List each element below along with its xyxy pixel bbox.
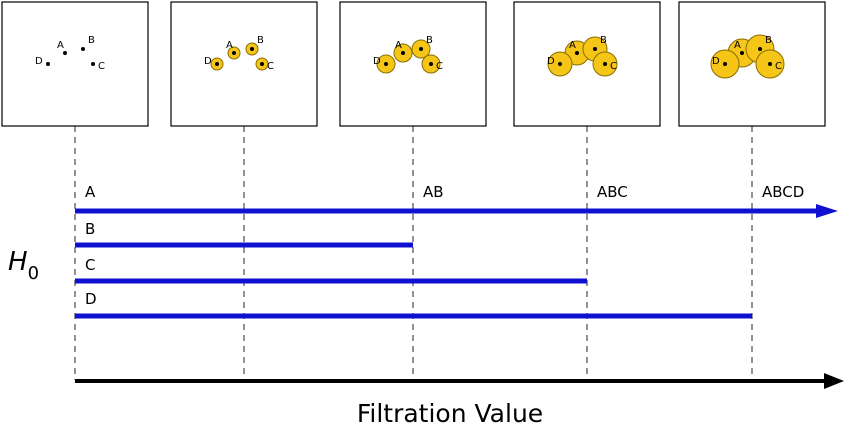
point-label: C — [775, 61, 782, 72]
filtration-panel: A B C D — [1, 1, 149, 127]
x-axis-arrowhead — [824, 373, 844, 389]
bar-label: A — [85, 183, 96, 201]
point-label: B — [765, 35, 772, 46]
point-label: B — [88, 35, 95, 46]
point-dot — [429, 62, 433, 66]
point-dot — [260, 62, 264, 66]
point-dot — [603, 62, 607, 66]
point-label: A — [57, 40, 64, 51]
point-label: A — [395, 40, 402, 51]
panel-frame — [170, 1, 318, 127]
filtration-panel: A B C D — [339, 1, 487, 127]
point-dot — [723, 62, 727, 66]
filtration-panel: A B C D — [513, 1, 661, 127]
barcode-arrowhead — [816, 204, 838, 218]
point-label: B — [257, 35, 264, 46]
filtration-panel: A B C D — [170, 1, 318, 127]
point-label: D — [373, 56, 381, 67]
point-dot — [81, 47, 85, 51]
merge-label: AB — [423, 183, 444, 201]
point-dot — [740, 51, 744, 55]
point-dot — [46, 62, 50, 66]
panel-frame — [513, 1, 661, 127]
point-dot — [575, 51, 579, 55]
point-label: C — [436, 61, 443, 72]
panel-frame — [1, 1, 149, 127]
filtration-panel: A B C D — [678, 1, 826, 127]
point-label: B — [600, 35, 607, 46]
panel-frame — [678, 1, 826, 127]
point-dot — [63, 51, 67, 55]
point-dot — [232, 51, 236, 55]
point-dot — [215, 62, 219, 66]
merge-labels: AB ABC ABCD — [423, 183, 804, 201]
point-label: C — [267, 61, 274, 72]
homology-label-base: H — [8, 247, 28, 277]
bar-label: D — [85, 290, 97, 308]
bar-label: C — [85, 256, 95, 274]
point-label: C — [98, 61, 105, 72]
point-dot — [250, 47, 254, 51]
point-label: D — [547, 56, 555, 67]
merge-label: ABC — [597, 183, 628, 201]
homology-label: H0 — [8, 247, 39, 284]
barcode: ABCD — [75, 183, 838, 319]
point-dot — [593, 47, 597, 51]
point-label: C — [610, 61, 617, 72]
x-axis-label: Filtration Value — [357, 399, 543, 426]
point-dot — [558, 62, 562, 66]
point-dot — [384, 62, 388, 66]
point-label: D — [35, 56, 43, 67]
point-label: D — [204, 56, 212, 67]
point-dot — [91, 62, 95, 66]
point-label: D — [712, 56, 720, 67]
homology-label-sub: 0 — [28, 263, 39, 284]
point-dot — [419, 47, 423, 51]
point-label: B — [426, 35, 433, 46]
point-label: A — [734, 40, 741, 51]
filtration-panels: A B C D A B C D A B C D A B C D A B C D — [1, 1, 826, 127]
point-dot — [768, 62, 772, 66]
bar-label: B — [85, 220, 95, 238]
point-label: A — [569, 40, 576, 51]
panel-frame — [339, 1, 487, 127]
merge-label: ABCD — [762, 183, 804, 201]
point-label: A — [226, 40, 233, 51]
point-dot — [401, 51, 405, 55]
point-dot — [758, 47, 762, 51]
stage-dashed-lines — [74, 126, 753, 380]
